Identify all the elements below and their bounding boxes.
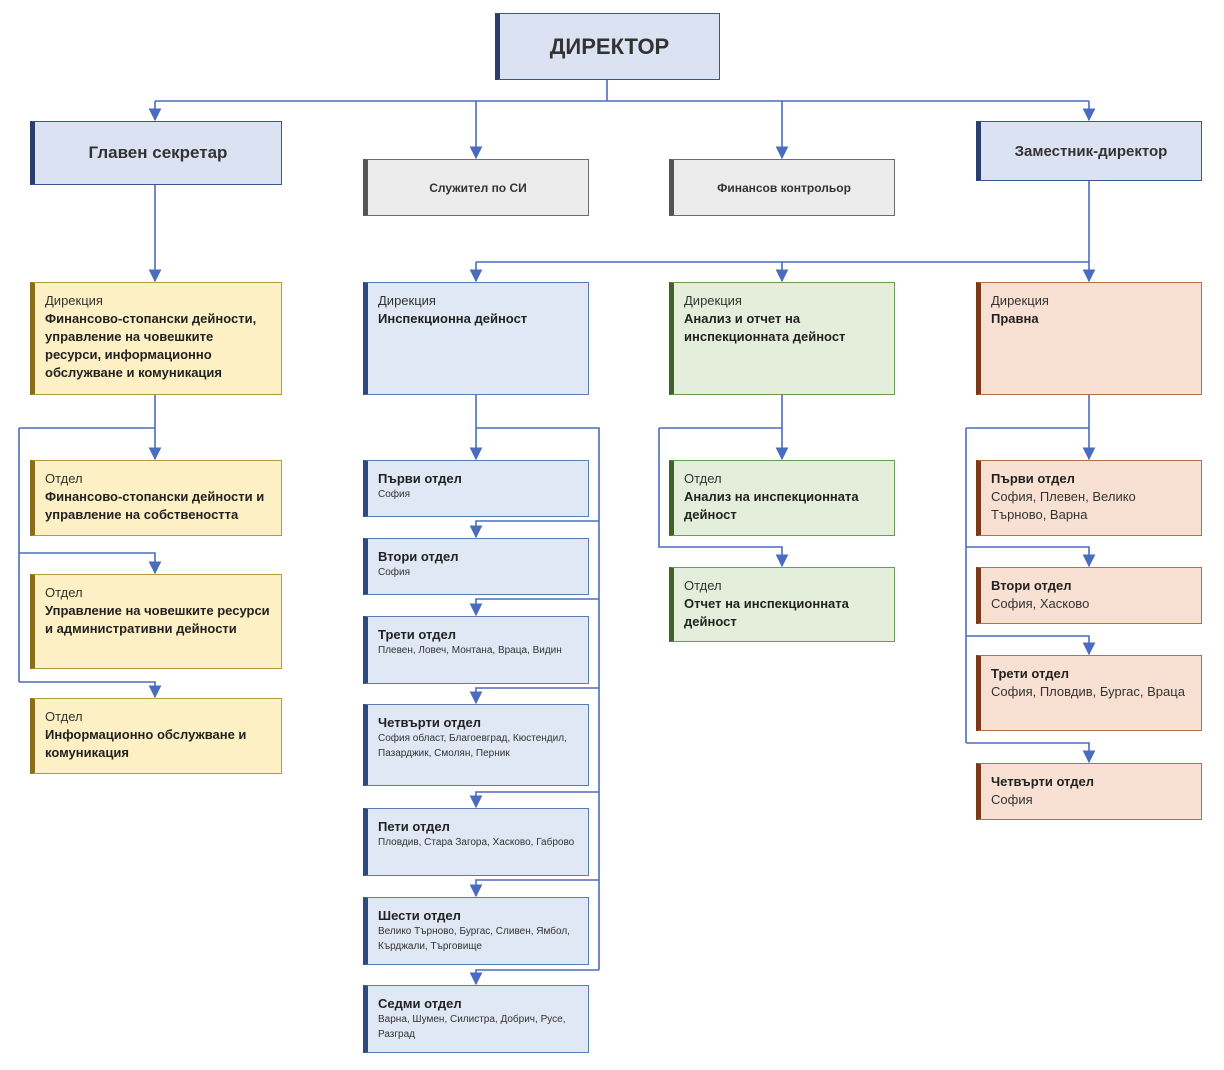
inspection-department-6: Шести отдел Велико Търново, Бургас, Слив… [363, 897, 589, 965]
directorate-name: Анализ и отчет на инспекционната дейност [684, 311, 846, 344]
directorate-kind-label: Дирекция [991, 293, 1049, 308]
deputy-director-box: Заместник-директор [976, 121, 1202, 181]
directorate-name: Финансово-стопански дейности, управление… [45, 311, 257, 380]
department-locations: София [378, 489, 411, 500]
department-name: Първи отдел [991, 471, 1075, 486]
director-box: ДИРЕКТОР [495, 13, 720, 80]
directorate-name: Инспекционна дейност [378, 311, 528, 326]
legal-department-4: Четвърти отдел София [976, 763, 1202, 820]
department-kind-label: Отдел [684, 471, 722, 486]
directorate-legal: Дирекция Правна [976, 282, 1202, 395]
inspection-department-1: Първи отдел София [363, 460, 589, 517]
department-locations: Плевен, Ловеч, Монтана, Враца, Видин [378, 645, 562, 656]
legal-department-3: Трети отдел София, Пловдив, Бургас, Врац… [976, 655, 1202, 731]
si-officer-box: Служител по СИ [363, 159, 589, 216]
admin-department-1: Отдел Финансово-стопански дейности и упр… [30, 460, 282, 536]
si-officer-title: Служител по СИ [429, 180, 527, 195]
inspection-department-4: Четвърти отдел София област, Благоевград… [363, 704, 589, 786]
department-name: Информационно обслужване и комуникация [45, 727, 247, 760]
department-kind-label: Отдел [45, 709, 83, 724]
department-locations: София [991, 792, 1033, 807]
analysis-department-1: Отдел Анализ на инспекционната дейност [669, 460, 895, 536]
directorate-inspection: Дирекция Инспекционна дейност [363, 282, 589, 395]
directorate-admin: Дирекция Финансово-стопански дейности, у… [30, 282, 282, 395]
department-locations: София [378, 567, 411, 578]
department-name: Анализ на инспекционната дейност [684, 489, 859, 522]
financial-controller-box: Финансов контрольор [669, 159, 895, 216]
department-name: Трети отдел [378, 627, 456, 642]
legal-department-2: Втори отдел София, Хасково [976, 567, 1202, 624]
department-kind-label: Отдел [45, 585, 83, 600]
department-name: Втори отдел [378, 549, 459, 564]
admin-department-2: Отдел Управление на човешките ресурси и … [30, 574, 282, 669]
department-name: Управление на човешките ресурси и админи… [45, 603, 270, 636]
directorate-kind-label: Дирекция [684, 293, 742, 308]
department-name: Четвърти отдел [991, 774, 1094, 789]
department-name: Трети отдел [991, 666, 1069, 681]
deputy-director-title: Заместник-директор [1014, 142, 1168, 160]
department-name: Финансово-стопански дейности и управлени… [45, 489, 265, 522]
department-locations: София, Плевен, Велико Търново, Варна [991, 489, 1136, 522]
directorate-kind-label: Дирекция [45, 293, 103, 308]
department-locations: Пловдив, Стара Загора, Хасково, Габрово [378, 837, 575, 848]
department-name: Четвърти отдел [378, 715, 481, 730]
department-name: Пети отдел [378, 819, 450, 834]
department-name: Втори отдел [991, 578, 1072, 593]
department-kind-label: Отдел [684, 578, 722, 593]
directorate-kind-label: Дирекция [378, 293, 436, 308]
department-locations: София, Хасково [991, 596, 1090, 611]
department-name: Отчет на инспекционната дейност [684, 596, 849, 629]
inspection-department-2: Втори отдел София [363, 538, 589, 595]
financial-controller-title: Финансов контрольор [717, 180, 851, 195]
department-locations: Варна, Шумен, Силистра, Добрич, Русе, Ра… [378, 1014, 566, 1040]
inspection-department-5: Пети отдел Пловдив, Стара Загора, Хасков… [363, 808, 589, 876]
department-locations: София област, Благоевград, Кюстендил, Па… [378, 733, 567, 759]
department-name: Първи отдел [378, 471, 462, 486]
inspection-department-3: Трети отдел Плевен, Ловеч, Монтана, Врац… [363, 616, 589, 684]
analysis-department-2: Отдел Отчет на инспекционната дейност [669, 567, 895, 642]
department-kind-label: Отдел [45, 471, 83, 486]
department-locations: София, Пловдив, Бургас, Враца [991, 684, 1185, 699]
legal-department-1: Първи отдел София, Плевен, Велико Търнов… [976, 460, 1202, 536]
admin-department-3: Отдел Информационно обслужване и комуник… [30, 698, 282, 774]
department-locations: Велико Търново, Бургас, Сливен, Ямбол, К… [378, 926, 570, 952]
department-name: Шести отдел [378, 908, 461, 923]
department-name: Седми отдел [378, 996, 462, 1011]
chief-secretary-box: Главен секретар [30, 121, 282, 185]
director-title: ДИРЕКТОР [549, 33, 670, 59]
directorate-name: Правна [991, 311, 1039, 326]
directorate-analysis: Дирекция Анализ и отчет на инспекционнат… [669, 282, 895, 395]
inspection-department-7: Седми отдел Варна, Шумен, Силистра, Добр… [363, 985, 589, 1053]
chief-secretary-title: Главен секретар [88, 143, 228, 162]
